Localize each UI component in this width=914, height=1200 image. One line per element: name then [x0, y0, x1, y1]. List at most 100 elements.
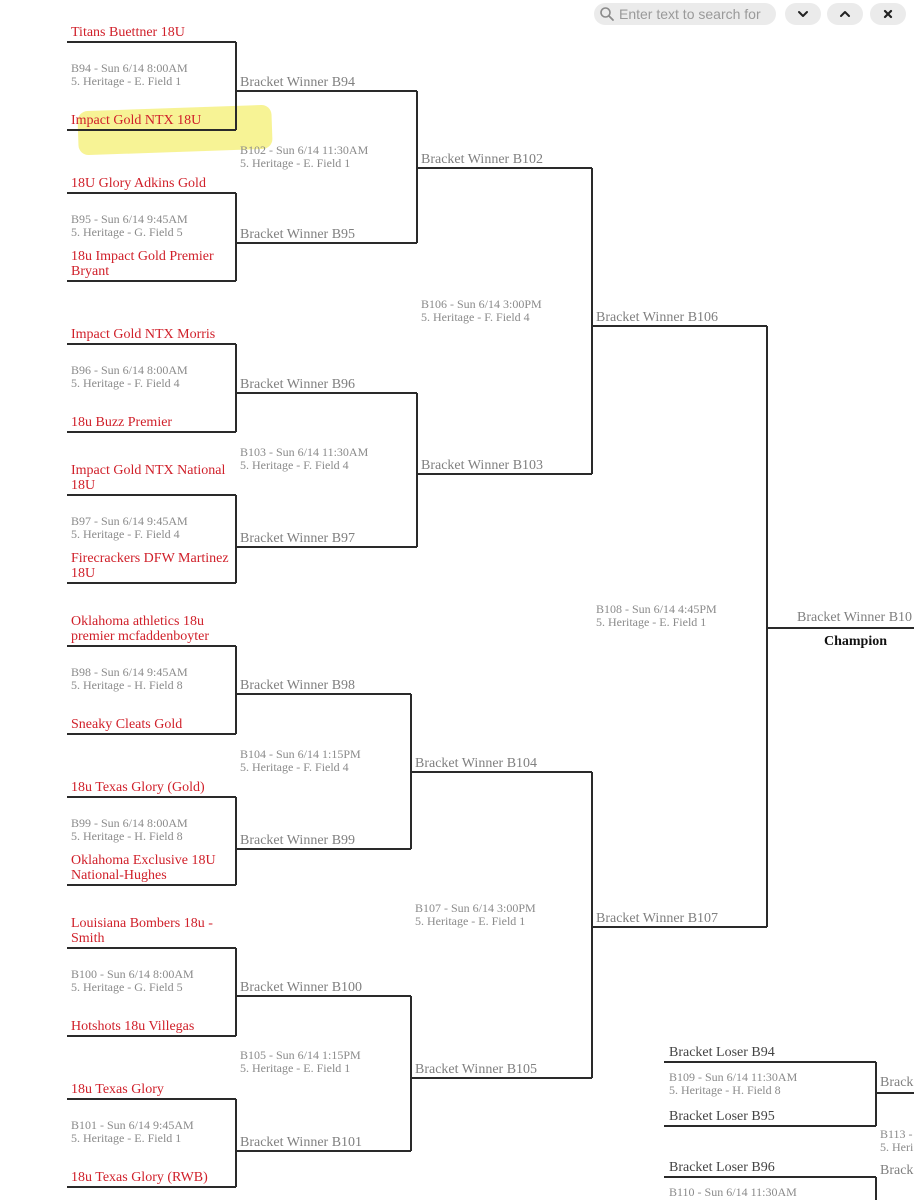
game-info-line2: 5. Heritage - E. Field 1 [596, 614, 707, 629]
game-info-line2: 5. Heritage - E. Field 1 [240, 155, 351, 170]
game-info-line2: 5. Heritage - E. Field 1 [240, 1060, 351, 1075]
game-info-line2: 5. Heritage - H. Field 8 [71, 828, 183, 843]
game-info: B110 - Sun 6/14 11:30AM [669, 1186, 797, 1199]
team-name[interactable]: Impact Gold NTX 18U [71, 113, 202, 128]
bracket-winner-label: Bracket Winner B107 [596, 911, 719, 926]
close-icon [883, 9, 893, 19]
team-name[interactable]: 18u Texas Glory [71, 1082, 164, 1097]
game-info-line1: B103 - Sun 6/14 11:30AM [240, 445, 369, 459]
close-search-button[interactable] [870, 3, 906, 25]
game-info-line1: B98 - Sun 6/14 9:45AM [71, 665, 188, 679]
game-info-line2: 5. Heritage - G. Field 5 [71, 979, 183, 994]
bracket-loser-label: Bracket Loser B96 [669, 1160, 775, 1175]
bracket-loser-label: Bracket Loser B94 [669, 1045, 775, 1060]
game-info-line1: B102 - Sun 6/14 11:30AM [240, 143, 369, 157]
team-name[interactable]: Firecrackers DFW Martinez 18U [71, 551, 229, 581]
search-next-button[interactable] [785, 3, 821, 25]
bracket-winner-label: Bracket Winner B104 [415, 756, 538, 771]
team-name[interactable]: 18u Texas Glory (Gold) [71, 780, 205, 795]
game-info-line1: B101 - Sun 6/14 9:45AM [71, 1118, 194, 1132]
team-name[interactable]: 18U Glory Adkins Gold [71, 176, 206, 191]
team-name[interactable]: Impact Gold NTX Morris [71, 327, 216, 342]
bracket-winner-label: Bracket Winner B103 [421, 458, 544, 473]
game-info-line2: 5. Heritage - E. Field 1 [71, 73, 182, 88]
team-name[interactable]: Hotshots 18u Villegas [71, 1019, 195, 1034]
game-info-line1: B107 - Sun 6/14 3:00PM [415, 901, 536, 915]
team-name[interactable]: Louisiana Bombers 18u - Smith [71, 916, 213, 946]
game-info-line2: 5. Heritage - E. Field 1 [415, 913, 526, 928]
bracket-winner-label: Bracket Winner B99 [240, 833, 356, 848]
game-info: B113 -5. Heri [880, 1128, 913, 1153]
game-info-line1: B97 - Sun 6/14 9:45AM [71, 514, 188, 528]
bracket-winner-label: Bracket Winner B94 [240, 75, 356, 90]
bracket-winner-label: Bracket Winner B105 [415, 1062, 538, 1077]
game-info-line1: B96 - Sun 6/14 8:00AM [71, 363, 188, 377]
team-name[interactable]: 18u Texas Glory (RWB) [71, 1170, 208, 1185]
game-info-line1: B95 - Sun 6/14 9:45AM [71, 212, 188, 226]
team-name[interactable]: 18u Buzz Premier [71, 415, 173, 430]
game-info-line2: 5. Heritage - H. Field 8 [71, 677, 183, 692]
game-info-line2: 5. Heritage - H. Field 8 [669, 1082, 781, 1097]
bracket-winner-label: Brack [880, 1163, 914, 1178]
team-name[interactable]: Impact Gold NTX National 18U [71, 463, 226, 493]
bracket-loser-label: Bracket Loser B95 [669, 1109, 775, 1124]
team-name[interactable]: Oklahoma athletics 18u premier mcfaddenb… [71, 614, 209, 644]
game-info-line2: 5. Heritage - F. Field 4 [240, 457, 349, 472]
team-name[interactable]: Oklahoma Exclusive 18U National-Hughes [71, 853, 216, 883]
champion-label: Champion [824, 634, 888, 649]
game-info-line2: 5. Heritage - E. Field 1 [71, 1130, 182, 1145]
bracket-winner-label: Bracket Winner B101 [240, 1135, 363, 1150]
game-info-line2: 5. Heritage - G. Field 5 [71, 224, 183, 239]
search-input[interactable] [619, 6, 769, 22]
game-info-line1: B105 - Sun 6/14 1:15PM [240, 1048, 361, 1062]
game-info-line1: B108 - Sun 6/14 4:45PM [596, 602, 717, 616]
bracket-winner-label: Bracket Winner B106 [596, 310, 719, 325]
game-info-line1: B94 - Sun 6/14 8:00AM [71, 61, 188, 75]
game-info-line2: 5. Heritage - F. Field 4 [421, 309, 530, 324]
bracket-winner-label: Bracket Winner B10 [797, 610, 913, 625]
bracket-winner-label: Bracket Winner B98 [240, 678, 356, 693]
game-info-line1: B110 - Sun 6/14 11:30AM [669, 1185, 797, 1199]
search-icon [600, 7, 614, 21]
game-info-line1: B104 - Sun 6/14 1:15PM [240, 747, 361, 761]
game-info-line2: 5. Heritage - F. Field 4 [71, 375, 180, 390]
chevron-up-icon [840, 11, 850, 17]
bracket-winner-label: Bracket Winner B96 [240, 377, 356, 392]
bracket-winner-label: Bracket Winner B95 [240, 227, 356, 242]
chevron-down-icon [798, 11, 808, 17]
bracket-winner-label: Bracket Winner B100 [240, 980, 363, 995]
game-info-line1: B113 - [880, 1127, 913, 1141]
game-info-line1: B106 - Sun 6/14 3:00PM [421, 297, 542, 311]
bracket-winner-label: Brack [880, 1075, 914, 1090]
search-field[interactable] [594, 3, 776, 25]
team-name[interactable]: Titans Buettner 18U [71, 25, 185, 40]
game-info-line2: 5. Heritage - F. Field 4 [240, 759, 349, 774]
game-info-line1: B99 - Sun 6/14 8:00AM [71, 816, 188, 830]
bracket-winner-label: Bracket Winner B102 [421, 152, 544, 167]
search-previous-button[interactable] [827, 3, 863, 25]
game-info-line1: B100 - Sun 6/14 8:00AM [71, 967, 194, 981]
team-name[interactable]: Sneaky Cleats Gold [71, 717, 183, 732]
game-info-line2: 5. Heritage - F. Field 4 [71, 526, 180, 541]
bracket-winner-label: Bracket Winner B97 [240, 531, 356, 546]
game-info-line2: 5. Heri [880, 1139, 914, 1154]
team-name[interactable]: 18u Impact Gold Premier Bryant [71, 249, 214, 279]
